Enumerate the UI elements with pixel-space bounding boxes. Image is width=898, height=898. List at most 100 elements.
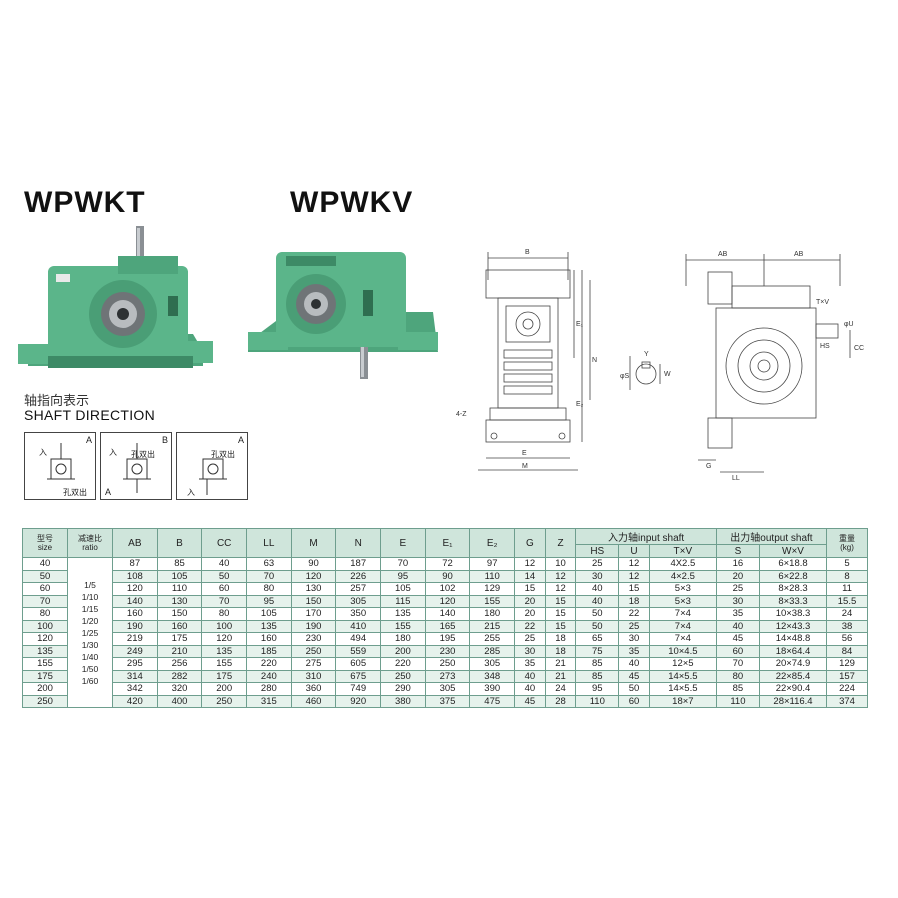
table-cell: 108 xyxy=(112,569,158,583)
shaft-diagram-2-in: 入 xyxy=(109,448,117,457)
ratio-value: 1/20 xyxy=(81,615,99,626)
table-cell: 60 xyxy=(201,582,248,596)
table-cell: 22 xyxy=(618,607,650,621)
table-cell: 15 xyxy=(544,619,577,633)
table-cell: 85 xyxy=(575,669,620,683)
table-cell: 10×38.3 xyxy=(759,607,827,621)
table-cell: 72 xyxy=(424,557,471,571)
table-cell: 155 xyxy=(22,657,68,671)
shaft-diagram-3-icon xyxy=(199,458,227,495)
shaft-direction-cn: 轴指向表示 xyxy=(24,393,90,408)
table-cell: 11 xyxy=(826,582,868,596)
table-cell: 85 xyxy=(715,682,761,696)
col-e: E xyxy=(380,528,426,558)
table-cell: 140 xyxy=(424,607,471,621)
table-cell: 20 xyxy=(514,607,546,621)
shaft-diagram-3-hole: 孔双出 xyxy=(211,450,235,459)
table-cell: 8×33.3 xyxy=(759,594,827,608)
table-cell: 190 xyxy=(112,619,158,633)
table-cell: 305 xyxy=(424,682,471,696)
col-weight: 重量 (kg) xyxy=(826,528,868,558)
table-cell: 87 xyxy=(112,557,158,571)
table-cell: 21 xyxy=(544,657,577,671)
shaft-diagram-1-corner: A xyxy=(85,435,92,445)
table-cell: 200 xyxy=(22,682,68,696)
keyway-dim-phis: φS xyxy=(620,373,630,380)
table-cell: 25 xyxy=(715,582,761,596)
table-cell: 40 xyxy=(201,557,248,571)
table-cell: 75 xyxy=(575,644,620,658)
side-dim-hs: HS xyxy=(820,343,830,350)
table-cell: 15 xyxy=(618,582,650,596)
table-cell: 295 xyxy=(112,657,158,671)
table-cell: 185 xyxy=(246,644,292,658)
table-cell: 250 xyxy=(290,644,337,658)
table-cell: 30 xyxy=(514,644,546,658)
table-cell: 50 xyxy=(575,619,620,633)
table-cell: 320 xyxy=(156,682,203,696)
table-cell: 40 xyxy=(618,657,650,671)
table-cell: 10×4.5 xyxy=(648,644,717,658)
table-cell: 24 xyxy=(544,682,577,696)
table-cell: 315 xyxy=(246,694,292,708)
table-cell: 50 xyxy=(201,569,248,583)
side-dim-ab2: AB xyxy=(794,251,804,258)
table-cell: 70 xyxy=(22,594,68,608)
wpwkv-gearbox-image xyxy=(248,252,438,379)
table-cell: 84 xyxy=(826,644,868,658)
col-wxv: W×V xyxy=(759,544,827,558)
title-wpwkt: WPWKT xyxy=(24,186,146,219)
table-cell: 129 xyxy=(469,582,516,596)
table-cell: 70 xyxy=(380,557,426,571)
table-cell: 273 xyxy=(424,669,471,683)
table-cell: 40 xyxy=(22,557,68,571)
table-cell: 249 xyxy=(112,644,158,658)
table-cell: 60 xyxy=(22,582,68,596)
table-cell: 20×74.9 xyxy=(759,657,827,671)
table-cell: 275 xyxy=(290,657,337,671)
table-cell: 7×4 xyxy=(648,607,717,621)
table-cell: 220 xyxy=(246,657,292,671)
table-cell: 105 xyxy=(246,607,292,621)
col-g: G xyxy=(514,528,546,558)
table-cell: 210 xyxy=(156,644,203,658)
shaft-diagram-1-icon xyxy=(47,443,75,480)
table-cell: 920 xyxy=(335,694,382,708)
table-cell: 135 xyxy=(22,644,68,658)
table-cell: 10 xyxy=(544,557,577,571)
side-dim-txv: T×V xyxy=(816,299,829,306)
table-cell: 12 xyxy=(618,557,650,571)
col-ll: LL xyxy=(246,528,292,558)
table-cell: 200 xyxy=(201,682,248,696)
table-cell: 25 xyxy=(575,557,620,571)
table-cell: 110 xyxy=(575,694,620,708)
table-cell: 16 xyxy=(715,557,761,571)
table-cell: 375 xyxy=(424,694,471,708)
front-dim-e1: E₁ xyxy=(576,321,584,328)
table-cell: 160 xyxy=(246,632,292,646)
table-cell: 135 xyxy=(246,619,292,633)
table-cell: 14×5.5 xyxy=(648,669,717,683)
spec-table: 型号 size 减速比 ratio AB B CC LL M N E E₁ E₂… xyxy=(22,528,868,708)
table-cell: 170 xyxy=(290,607,337,621)
table-cell: 4X2.5 xyxy=(648,557,717,571)
keyway-dim-y: Y xyxy=(644,351,649,358)
front-dim-e2: E₂ xyxy=(576,401,584,408)
table-cell: 12×5 xyxy=(648,657,717,671)
table-cell: 80 xyxy=(715,669,761,683)
col-txv: T×V xyxy=(648,544,717,558)
table-cell: 342 xyxy=(112,682,158,696)
table-cell: 494 xyxy=(335,632,382,646)
table-cell: 4×2.5 xyxy=(648,569,717,583)
table-cell: 130 xyxy=(290,582,337,596)
table-cell: 97 xyxy=(469,557,516,571)
shaft-diagram-2-icon xyxy=(123,443,151,493)
side-dim-ll: LL xyxy=(732,475,740,482)
front-view-drawing: B E M N E₁ E₂ 4-Z xyxy=(456,249,597,471)
table-cell: 749 xyxy=(335,682,382,696)
table-cell: 22×90.4 xyxy=(759,682,827,696)
